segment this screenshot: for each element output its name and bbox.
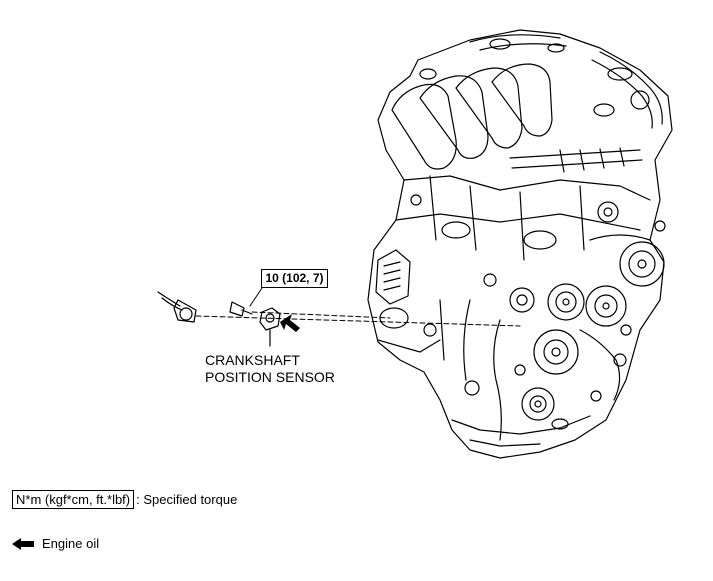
- engine-oil-application-arrow-icon: [280, 314, 300, 332]
- crankshaft-position-sensor-label: CRANKSHAFT POSITION SENSOR: [205, 352, 335, 386]
- sensor-bolt: [229, 287, 263, 317]
- sensor-connector: [157, 291, 197, 323]
- crankshaft-position-sensor: [259, 307, 281, 347]
- part-label-line-1: CRANKSHAFT: [205, 352, 300, 368]
- legend-torque: N*m (kgf*cm, ft.*lbf) : Specified torque: [12, 490, 237, 509]
- torque-callout: 10 (102, 7): [261, 269, 328, 288]
- part-label-line-2: POSITION SENSOR: [205, 369, 335, 385]
- legend-engine-oil: Engine oil: [12, 535, 99, 553]
- legend-torque-text: : Specified torque: [136, 491, 238, 507]
- engine-oil-arrow-icon: [12, 538, 34, 550]
- legend-torque-box: N*m (kgf*cm, ft.*lbf): [12, 490, 135, 509]
- engine-assembly: [367, 29, 673, 459]
- legend-engine-oil-text: Engine oil: [42, 536, 100, 551]
